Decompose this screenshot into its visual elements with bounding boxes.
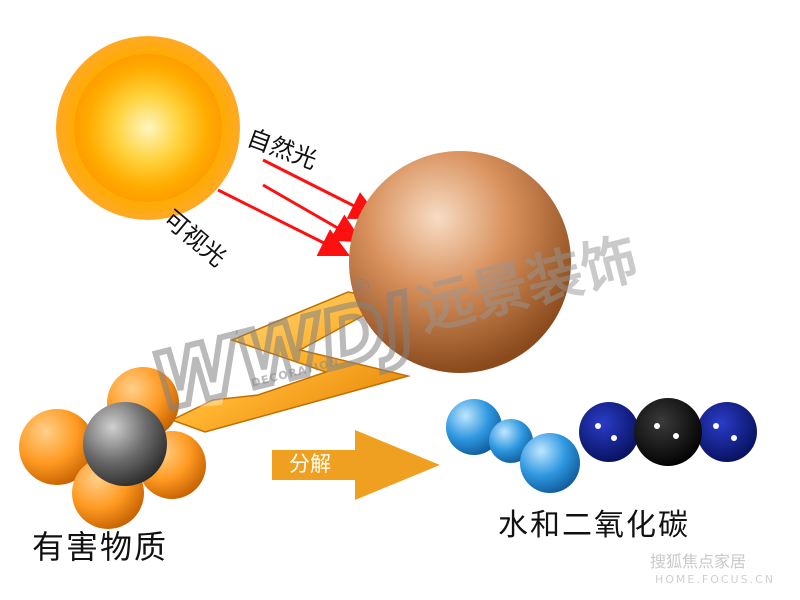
site-url-watermark: HOME.FOCUS.CN	[655, 573, 775, 586]
site-watermark: 搜狐焦点家居	[650, 552, 747, 571]
sun-icon	[56, 36, 240, 220]
light-rays	[217, 158, 381, 257]
water-molecule-icon	[446, 399, 580, 493]
light-arrow-3	[217, 188, 351, 257]
co2-molecule-icon	[579, 398, 757, 466]
decompose-label: 分解	[289, 452, 331, 476]
decompose-arrow	[272, 430, 440, 500]
catalyst-sphere	[349, 151, 571, 373]
water-co2-label: 水和二氧化碳	[498, 508, 690, 543]
light-arrow-2	[262, 183, 363, 243]
harmful-molecule-icon	[19, 367, 206, 529]
harmful-substance-label: 有害物质	[32, 528, 169, 566]
light-arrow-1	[262, 158, 381, 220]
